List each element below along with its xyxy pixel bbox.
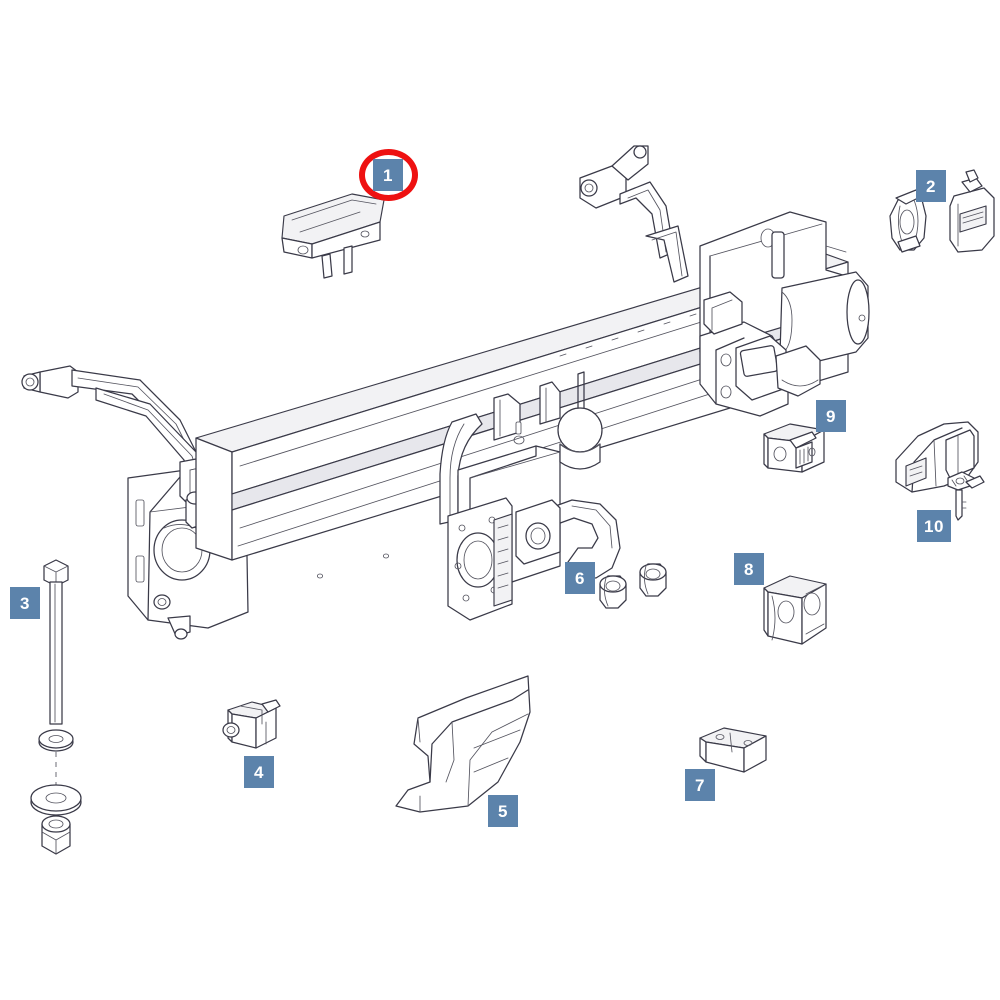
right-end-bracket	[699, 211, 870, 417]
callout-badge-4[interactable]: 4	[244, 756, 274, 788]
tow-ball-flange-assembly	[439, 371, 621, 621]
towbar-crossbar-assembly	[21, 145, 870, 640]
part-spacer-block	[763, 575, 827, 645]
part-bushing-pair	[599, 563, 667, 609]
part-keys	[947, 471, 985, 521]
callout-badge-2[interactable]: 2	[916, 170, 946, 202]
part-lock-cover	[949, 169, 995, 253]
callout-badge-1[interactable]: 1	[373, 159, 403, 191]
left-mounting-arm	[21, 365, 215, 507]
part-backing-plate	[699, 727, 767, 773]
part-bolt-washer-nut	[30, 559, 82, 855]
right-mounting-arm	[579, 145, 689, 283]
callout-badge-7[interactable]: 7	[685, 769, 715, 801]
callout-badge-9[interactable]: 9	[816, 400, 846, 432]
part-small-mounting-clamp	[222, 699, 281, 749]
callout-badge-10[interactable]: 10	[917, 510, 951, 542]
callout-badge-5[interactable]: 5	[488, 795, 518, 827]
highlight-ring-part-1	[359, 149, 418, 201]
part-latch-mechanism	[763, 423, 825, 473]
part-socket-cover-cap	[281, 193, 385, 279]
callout-badge-3[interactable]: 3	[10, 587, 40, 619]
left-end-bracket	[127, 469, 249, 640]
part-bumper-cover-panel	[395, 675, 531, 813]
callout-badge-8[interactable]: 8	[734, 553, 764, 585]
part-lock-clamp	[889, 189, 927, 253]
callout-badge-6[interactable]: 6	[565, 562, 595, 594]
